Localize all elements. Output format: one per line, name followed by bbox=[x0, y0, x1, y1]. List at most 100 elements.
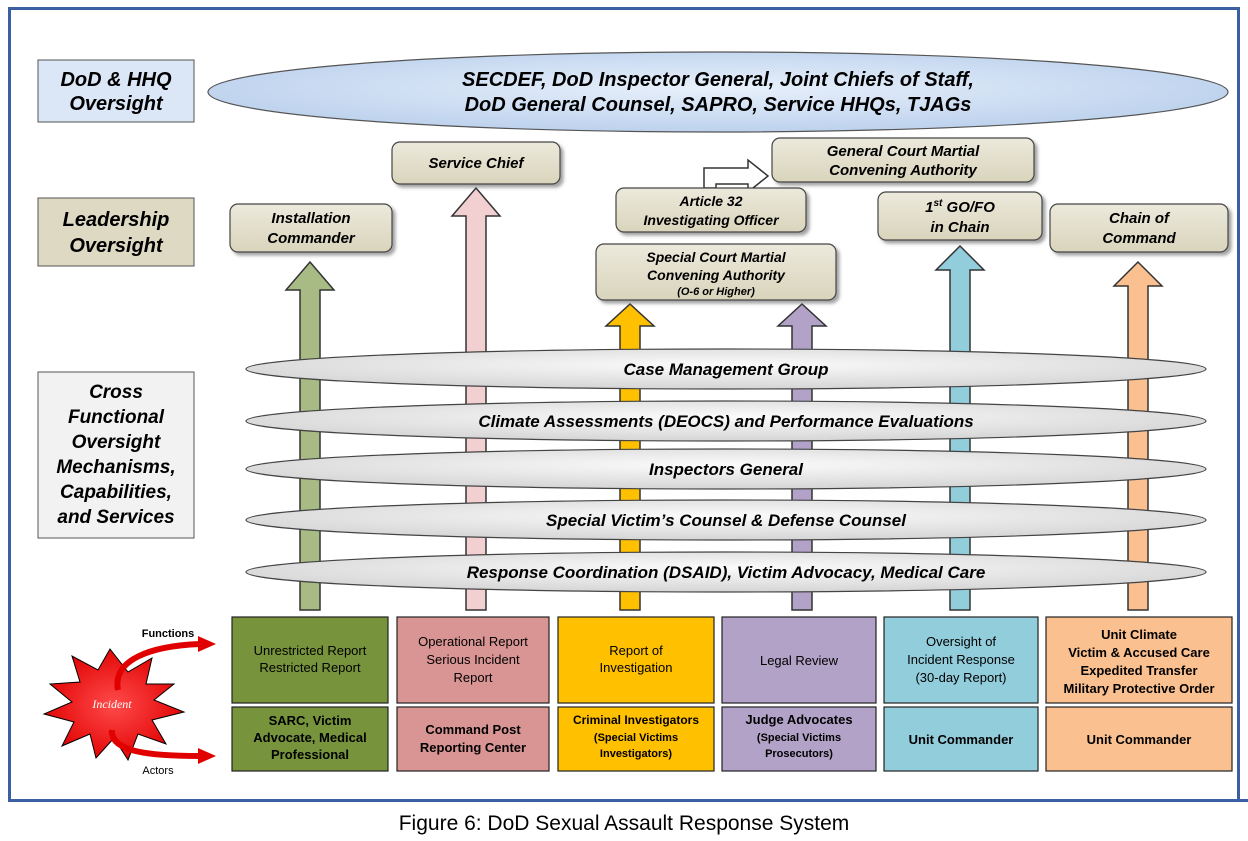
svg-text:Unit Climate: Unit Climate bbox=[1101, 627, 1177, 642]
svg-text:Oversight: Oversight bbox=[69, 93, 164, 115]
svg-text:Installation: Installation bbox=[271, 210, 350, 227]
svg-text:Unrestricted Report: Unrestricted Report bbox=[254, 643, 367, 658]
svg-text:Serious Incident: Serious Incident bbox=[426, 652, 520, 667]
svg-text:Investigators): Investigators) bbox=[600, 748, 672, 760]
service-chief-box: Service Chief bbox=[391, 141, 561, 185]
svg-text:Operational Report: Operational Report bbox=[418, 634, 528, 649]
svg-text:Functional: Functional bbox=[68, 407, 165, 428]
svg-text:Prosecutors): Prosecutors) bbox=[765, 748, 833, 760]
svg-text:(O-6 or Higher): (O-6 or Higher) bbox=[677, 286, 755, 298]
svg-text:Report: Report bbox=[453, 670, 492, 685]
figure-caption: Figure 6: DoD Sexual Assault Response Sy… bbox=[398, 812, 850, 835]
svg-text:Command Post: Command Post bbox=[425, 722, 521, 737]
svg-text:Expedited Transfer: Expedited Transfer bbox=[1080, 663, 1197, 678]
svg-text:Special Court Martial: Special Court Martial bbox=[646, 249, 786, 265]
svg-text:Criminal Investigators: Criminal Investigators bbox=[573, 713, 699, 727]
svg-text:Oversight: Oversight bbox=[72, 432, 161, 453]
svg-text:Unit Commander: Unit Commander bbox=[909, 732, 1014, 747]
svg-text:Professional: Professional bbox=[271, 747, 349, 762]
actor-box-unit-commander-climate: Unit Commander bbox=[1045, 706, 1233, 772]
svg-text:1st GO/FO: 1st GO/FO bbox=[925, 198, 995, 216]
svg-text:in Chain: in Chain bbox=[930, 219, 989, 236]
arrow-installation-commander bbox=[284, 260, 336, 611]
function-box-operational-report: Operational Report Serious Incident Repo… bbox=[396, 616, 550, 704]
function-box-report-of-investigation: Report of Investigation bbox=[557, 616, 715, 704]
actor-box-judge-advocates: Judge Advocates (Special Victims Prosecu… bbox=[721, 706, 877, 772]
svg-text:Convening Authority: Convening Authority bbox=[829, 162, 977, 179]
sapr-system-diagram: DoD & HHQ Oversight Leadership Oversight… bbox=[37, 51, 1233, 777]
arrow-service-chief bbox=[450, 186, 502, 611]
svg-text:Commander: Commander bbox=[267, 230, 356, 247]
mechanism-victim-defense-counsel: Special Victim’s Counsel & Defense Couns… bbox=[245, 499, 1207, 541]
svg-text:Climate Assessments (DEOCS) an: Climate Assessments (DEOCS) and Performa… bbox=[478, 412, 973, 431]
svg-text:Actors: Actors bbox=[142, 765, 174, 777]
svg-text:and Services: and Services bbox=[57, 507, 174, 528]
actor-box-criminal-investigators: Criminal Investigators (Special Victims … bbox=[557, 706, 715, 772]
actor-box-command-post: Command Post Reporting Center bbox=[396, 706, 550, 772]
svg-text:Mechanisms,: Mechanisms, bbox=[56, 457, 175, 478]
svg-text:Response Coordination (DSAID),: Response Coordination (DSAID), Victim Ad… bbox=[467, 563, 986, 582]
svg-text:Oversight of: Oversight of bbox=[926, 634, 996, 649]
svg-text:Article 32: Article 32 bbox=[678, 193, 742, 209]
dod-oversight-ellipse: SECDEF, DoD Inspector General, Joint Chi… bbox=[207, 51, 1229, 133]
svg-text:Leadership: Leadership bbox=[63, 209, 170, 231]
gcm-convening-authority-box: General Court Martial Convening Authorit… bbox=[771, 137, 1035, 183]
svg-text:Convening Authority: Convening Authority bbox=[647, 267, 786, 283]
actors-arrow: Actors bbox=[109, 729, 216, 777]
svg-text:Legal Review: Legal Review bbox=[760, 653, 839, 668]
svg-text:DoD General Counsel, SAPRO, Se: DoD General Counsel, SAPRO, Service HHQs… bbox=[465, 94, 972, 116]
svg-text:Oversight: Oversight bbox=[69, 235, 164, 257]
svg-text:Investigation: Investigation bbox=[600, 660, 673, 675]
svg-text:Restricted Report: Restricted Report bbox=[259, 660, 361, 675]
svg-text:Command: Command bbox=[1102, 230, 1176, 247]
article32-officer-box: Article 32 Investigating Officer bbox=[615, 187, 807, 233]
svg-text:Functions: Functions bbox=[142, 628, 195, 640]
function-box-legal-review: Legal Review bbox=[721, 616, 877, 704]
svg-text:Cross: Cross bbox=[89, 382, 143, 403]
mechanism-climate-assessments: Climate Assessments (DEOCS) and Performa… bbox=[245, 400, 1207, 442]
svg-text:DoD & HHQ: DoD & HHQ bbox=[60, 69, 172, 91]
svg-text:Reporting Center: Reporting Center bbox=[420, 740, 526, 755]
actor-box-sarc: SARC, Victim Advocate, Medical Professio… bbox=[231, 706, 389, 772]
svg-text:SECDEF, DoD Inspector General: SECDEF, DoD Inspector General, Joint Chi… bbox=[462, 69, 974, 91]
svg-text:Advocate, Medical: Advocate, Medical bbox=[253, 730, 366, 745]
figure-frame bbox=[8, 7, 1240, 800]
svg-text:Incident Response: Incident Response bbox=[907, 652, 1015, 667]
svg-text:Case Management Group: Case Management Group bbox=[624, 360, 829, 379]
mechanism-inspectors-general: Inspectors General bbox=[245, 448, 1207, 490]
dod-hhq-oversight-label: DoD & HHQ Oversight bbox=[37, 59, 195, 123]
scm-convening-authority-box: Special Court Martial Convening Authorit… bbox=[595, 243, 837, 301]
functions-arrow: Functions bbox=[114, 628, 216, 691]
function-box-unit-climate: Unit Climate Victim & Accused Care Exped… bbox=[1045, 616, 1233, 704]
svg-text:(Special Victims: (Special Victims bbox=[757, 732, 841, 744]
svg-text:Military Protective Order: Military Protective Order bbox=[1064, 681, 1215, 696]
first-gofo-box: 1st GO/FO in Chain bbox=[877, 191, 1043, 241]
mechanism-case-management-group: Case Management Group bbox=[245, 348, 1207, 390]
svg-text:Chain of: Chain of bbox=[1109, 210, 1171, 227]
svg-text:(30-day Report): (30-day Report) bbox=[915, 670, 1006, 685]
chain-of-command-box: Chain of Command bbox=[1049, 203, 1229, 253]
svg-text:General Court Martial: General Court Martial bbox=[827, 143, 980, 160]
installation-commander-box: Installation Commander bbox=[229, 203, 393, 253]
svg-text:Victim & Accused Care: Victim & Accused Care bbox=[1068, 645, 1210, 660]
svg-text:Judge Advocates: Judge Advocates bbox=[745, 712, 852, 727]
leadership-oversight-label: Leadership Oversight bbox=[37, 197, 195, 267]
arrow-chain-of-command bbox=[1112, 260, 1164, 611]
svg-text:Incident: Incident bbox=[91, 697, 132, 711]
svg-text:Capabilities,: Capabilities, bbox=[60, 482, 172, 503]
svg-text:Unit Commander: Unit Commander bbox=[1087, 732, 1192, 747]
svg-text:Inspectors General: Inspectors General bbox=[649, 460, 804, 479]
svg-text:Investigating Officer: Investigating Officer bbox=[643, 212, 780, 228]
svg-text:Service Chief: Service Chief bbox=[428, 155, 525, 172]
svg-text:(Special Victims: (Special Victims bbox=[594, 732, 678, 744]
svg-text:Report of: Report of bbox=[609, 643, 663, 658]
svg-text:SARC, Victim: SARC, Victim bbox=[269, 713, 352, 728]
mechanism-response-coordination: Response Coordination (DSAID), Victim Ad… bbox=[245, 551, 1207, 593]
svg-text:Special Victim’s Counsel & Def: Special Victim’s Counsel & Defense Couns… bbox=[546, 511, 907, 530]
function-box-incident-response-oversight: Oversight of Incident Response (30-day R… bbox=[883, 616, 1039, 704]
function-box-unrestricted-report: Unrestricted Report Restricted Report bbox=[231, 616, 389, 704]
arrow-article32-to-gcm bbox=[703, 158, 770, 194]
frame-bottom-rule bbox=[8, 799, 1248, 802]
actor-box-unit-commander-oversight: Unit Commander bbox=[883, 706, 1039, 772]
cross-functional-oversight-label: Cross Functional Oversight Mechanisms, C… bbox=[37, 371, 195, 539]
